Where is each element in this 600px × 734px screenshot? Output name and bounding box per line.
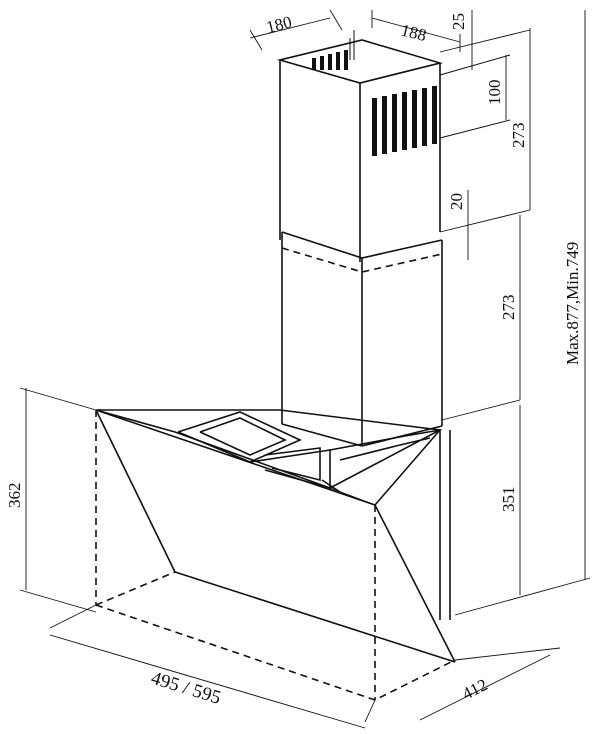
- label-overlap: 20: [447, 193, 466, 210]
- hood-body: [95, 409, 456, 701]
- label-total-height: Max.877,Min.749: [563, 242, 582, 365]
- label-upper-chimney: 273: [509, 123, 528, 149]
- label-width: 495 / 595: [149, 668, 224, 709]
- label-chimney-width: 180: [264, 12, 293, 37]
- dimension-lines: [19, 9, 591, 729]
- label-body-height-right: 351: [499, 487, 518, 513]
- label-chimney-depth: 188: [399, 20, 428, 45]
- filter-frames: [177, 411, 441, 493]
- label-depth: 412: [459, 675, 490, 704]
- upper-chimney: [276, 30, 511, 262]
- front-vent-slots: [372, 86, 437, 156]
- label-body-height-left: 362: [5, 483, 24, 509]
- top-vent-slots: [312, 50, 348, 70]
- label-lower-chimney: 273: [499, 295, 518, 321]
- label-outlet-height: 100: [485, 80, 504, 106]
- lower-chimney: [281, 231, 443, 447]
- label-outlet-offset: 25: [449, 13, 468, 30]
